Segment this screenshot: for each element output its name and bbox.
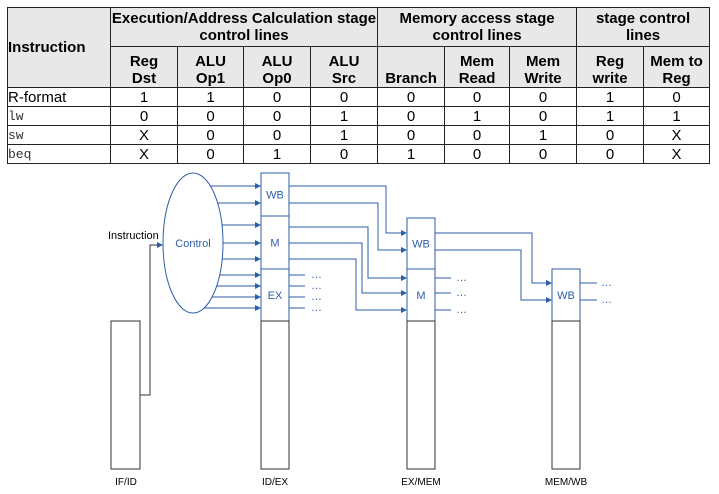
ex-mem-wb-field <box>406 217 436 270</box>
ex-mem-m-field <box>406 268 436 322</box>
instruction-label: Instruction <box>108 230 159 242</box>
column-header-line: Branch <box>385 70 437 87</box>
if-id-register <box>110 320 141 470</box>
register-label: ID/EX <box>262 477 288 488</box>
mem-wb-wb-field <box>551 268 581 322</box>
control-value: 0 <box>309 144 379 164</box>
control-value: 0 <box>576 144 645 164</box>
register-label: MEM/WB <box>545 477 588 488</box>
m-label: M <box>416 290 425 302</box>
instruction-name: R-format <box>7 87 111 107</box>
control-value: 0 <box>509 144 578 164</box>
wb-signal-wire <box>435 232 552 286</box>
m-signal-wire <box>289 258 407 313</box>
ellipsis: … <box>601 277 612 289</box>
column-header-line: Read <box>458 70 496 87</box>
control-value: X <box>643 144 711 164</box>
ellipsis: … <box>456 287 467 299</box>
wb-label: WB <box>266 190 284 202</box>
mem-stage-header: Memory access stage control lines <box>377 7 578 47</box>
ellipsis: … <box>456 272 467 284</box>
m-label: M <box>270 238 279 250</box>
column-header-line: Dst <box>131 70 157 87</box>
column-header-line: ALU <box>328 53 360 70</box>
ex-mem-register-body <box>406 320 436 470</box>
column-header-line: Reg <box>595 53 625 70</box>
column-header-line: ALU <box>195 53 226 70</box>
ellipsis: … <box>456 304 467 316</box>
instruction-wire <box>140 242 163 396</box>
wb-stage-header: stage control lines <box>576 7 711 47</box>
id-ex-wb-field <box>260 172 290 217</box>
ellipsis: … <box>601 294 612 306</box>
column-header-line: Op1 <box>195 70 226 87</box>
wb-signal-wire <box>289 202 407 253</box>
column-header-line: Reg <box>129 53 159 70</box>
register-label: EX/MEM <box>401 477 440 488</box>
id-ex-ex-field <box>260 268 290 322</box>
ex-label: EX <box>268 290 283 302</box>
ellipsis: … <box>311 269 322 281</box>
column-header-line: write <box>592 70 628 87</box>
column-header-line: Src <box>331 70 357 87</box>
control-lines-table: Instruction Execution/Address Calculatio… <box>7 7 711 164</box>
id-ex-register-body <box>260 320 290 470</box>
ellipsis: … <box>311 291 322 303</box>
wb-signal-wire <box>435 249 552 303</box>
column-header-line: Mem <box>459 53 495 70</box>
column-header-line: Op0 <box>262 70 292 87</box>
wb-label: WB <box>412 239 430 251</box>
m-signal-wire <box>289 226 407 281</box>
instruction-name: beq <box>7 144 111 164</box>
instruction-header: Instruction <box>7 7 111 88</box>
ellipsis: … <box>311 302 322 314</box>
column-header-line: ALU <box>261 53 293 70</box>
wb-signal-wire <box>289 185 407 236</box>
column-header-line: Mem to <box>650 53 703 70</box>
mem-wb-register-body <box>551 320 581 470</box>
control-label: Control <box>175 238 210 250</box>
column-header-line: Reg <box>662 70 691 87</box>
register-label: IF/ID <box>115 477 137 488</box>
m-signal-wire <box>289 242 407 296</box>
column-header-line: Write <box>524 70 562 87</box>
ellipsis: … <box>311 280 322 292</box>
ex-stage-header: Execution/Address Calculation stage cont… <box>109 7 379 47</box>
column-header-line: Mem <box>525 53 561 70</box>
wb-label: WB <box>557 290 575 302</box>
